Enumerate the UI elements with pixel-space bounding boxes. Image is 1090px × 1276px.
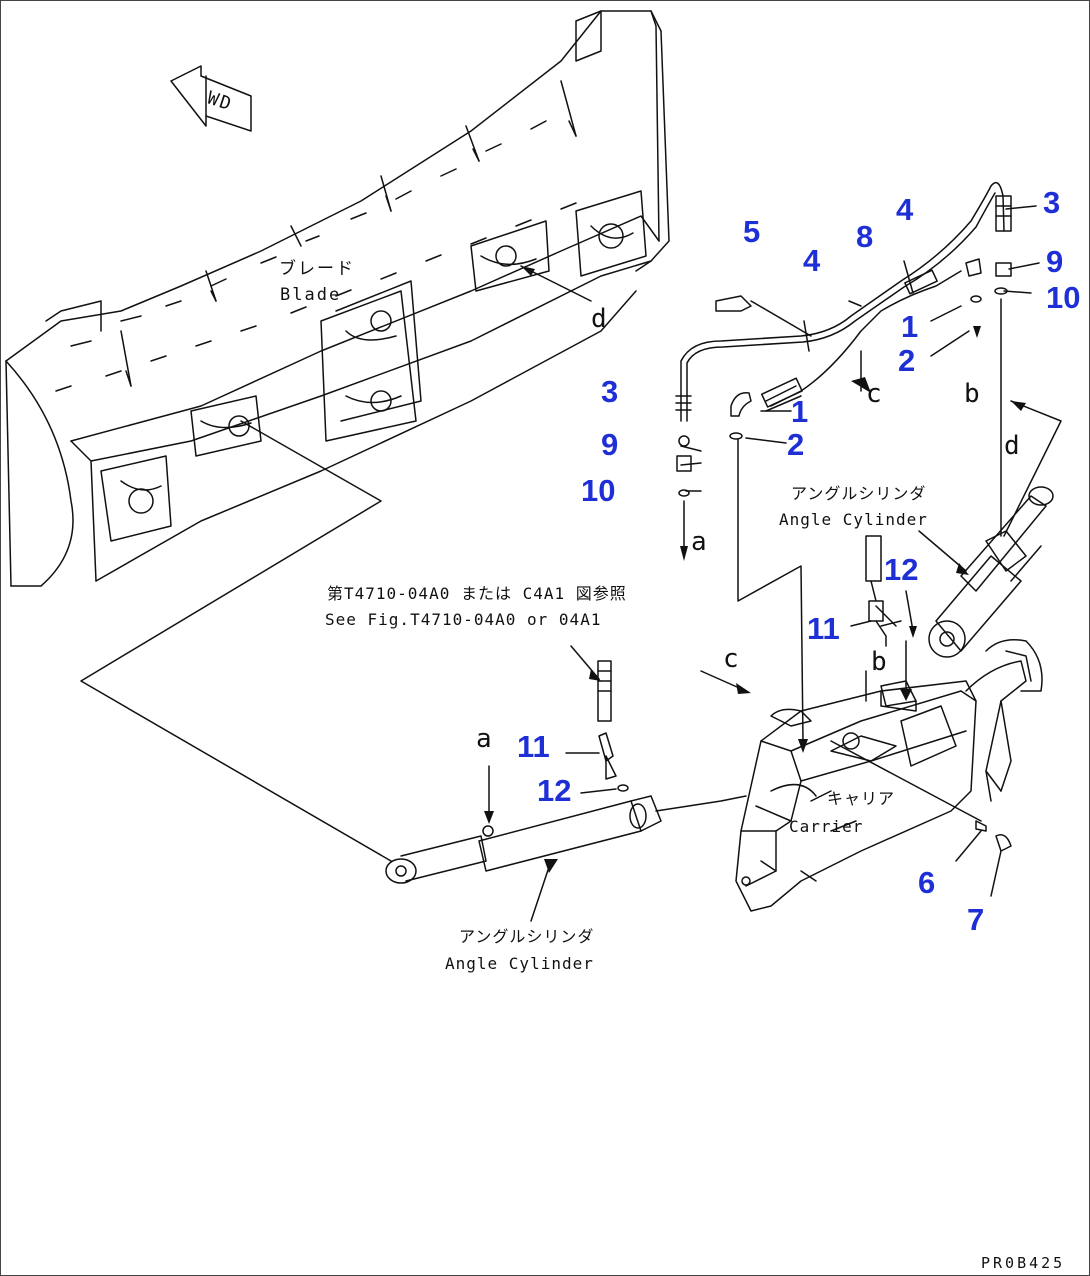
ref-letter-b-top: b xyxy=(964,379,980,409)
ref-letter-c-bottom: c xyxy=(723,644,739,674)
callout-11-right: 11 xyxy=(807,611,840,646)
ref-letter-d-top: d xyxy=(591,304,607,334)
angle-cylinder-label-en-right: Angle Cylinder xyxy=(779,510,928,529)
callout-3-left: 3 xyxy=(601,374,619,409)
callout-1-right: 1 xyxy=(901,309,919,344)
carrier-label-jp: キャリア xyxy=(827,789,896,808)
callout-4-right: 4 xyxy=(896,192,914,227)
leader-blade-to-cylinder xyxy=(80,420,392,862)
callout-9-left: 9 xyxy=(601,427,619,462)
callout-1-left: 1 xyxy=(791,394,809,429)
angle-cylinder-label-en-left: Angle Cylinder xyxy=(445,954,594,973)
angle-cylinder-label-jp-right: アングルシリンダ xyxy=(791,484,927,503)
callout-12-right: 12 xyxy=(884,552,919,587)
carrier-illustration xyxy=(735,639,1043,912)
callout-8: 8 xyxy=(856,219,874,254)
ref-letter-b-bottom: b xyxy=(871,647,887,677)
callout-11-left: 11 xyxy=(517,729,550,764)
callout-10-left: 10 xyxy=(581,473,616,508)
left-angle-cylinder xyxy=(385,795,747,884)
callout-6: 6 xyxy=(918,865,936,900)
ref-letter-a-top: a xyxy=(691,527,707,557)
callout-2-left: 2 xyxy=(787,427,805,462)
callout-7: 7 xyxy=(967,902,985,937)
carrier-label-en: Carrier xyxy=(789,817,864,836)
callout-5: 5 xyxy=(743,214,761,249)
angle-cylinder-label-jp-left: アングルシリンダ xyxy=(459,927,595,946)
callout-3-right: 3 xyxy=(1043,185,1061,220)
callout-2-right: 2 xyxy=(898,343,916,378)
callout-9-right: 9 xyxy=(1046,244,1064,279)
blade-label-jp: ブレード xyxy=(279,259,355,279)
see-figure-note-jp: 第T4710-04A0 または C4A1 図参照 xyxy=(327,584,627,603)
ref-letter-a-bottom: a xyxy=(476,724,492,754)
callout-10-right: 10 xyxy=(1046,280,1081,315)
blade-label-en: Blade xyxy=(280,285,342,305)
hose-assembly xyxy=(675,181,1012,561)
callout-12-left: 12 xyxy=(537,773,572,808)
drawing-code: PR0B425 xyxy=(981,1254,1066,1272)
ref-letter-c-top: c xyxy=(866,379,882,409)
blade-illustration xyxy=(5,10,670,587)
see-figure-note-en: See Fig.T4710-04A0 or 04A1 xyxy=(325,610,602,629)
callout-4-left: 4 xyxy=(803,243,821,278)
ref-letter-d-right: d xyxy=(1004,431,1020,461)
right-angle-cylinder xyxy=(928,486,1054,658)
